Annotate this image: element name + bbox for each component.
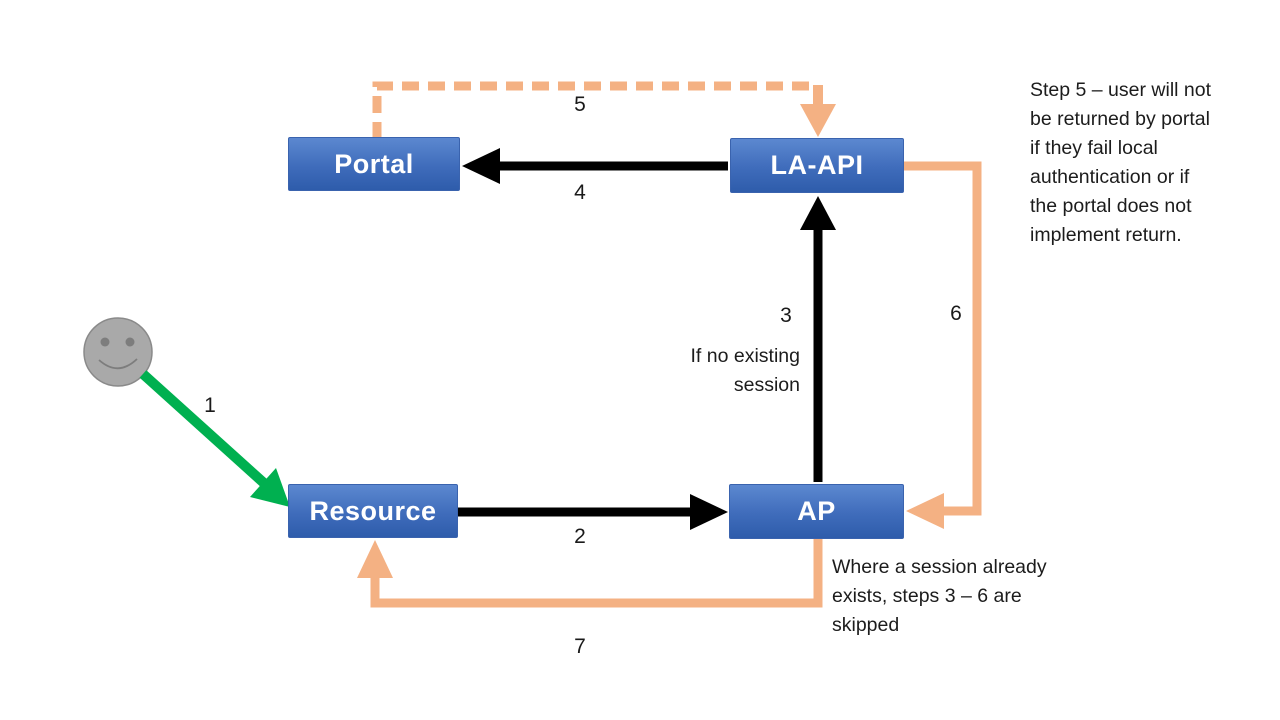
no-session-condition-label: If no existing session: [691, 342, 800, 400]
step-label-2: 2: [574, 525, 586, 548]
note-line: Step 5 – user will not: [1030, 79, 1212, 101]
arrow-step-3: [800, 196, 836, 482]
node-resource: Resource: [288, 484, 458, 538]
note-line: the portal does not: [1030, 195, 1192, 217]
step-label-6: 6: [950, 302, 962, 325]
note-line: If no existing: [690, 345, 800, 367]
arrow-step-5: [372, 81, 836, 139]
step-label-5: 5: [574, 93, 586, 116]
node-la-api: LA-API: [730, 138, 904, 193]
arrow-step-4: [462, 148, 728, 184]
note-line: if they fail local: [1030, 137, 1158, 159]
note-line: implement return.: [1030, 224, 1182, 246]
note-line: session: [733, 374, 800, 396]
step5-annotation: Step 5 – user will not be returned by po…: [1030, 76, 1260, 250]
arrow-step-6: [903, 161, 982, 529]
note-line: exists, steps 3 – 6 are: [832, 585, 1022, 607]
step-label-7: 7: [574, 635, 586, 658]
note-line: be returned by portal: [1030, 108, 1210, 130]
node-ap: AP: [729, 484, 904, 539]
step-label-4: 4: [574, 181, 586, 204]
note-line: Where a session already: [832, 556, 1047, 578]
note-line: skipped: [832, 614, 900, 636]
step-label-3: 3: [780, 304, 792, 327]
step-label-1: 1: [204, 394, 216, 417]
node-portal: Portal: [288, 137, 460, 191]
session-skip-annotation: Where a session already exists, steps 3 …: [832, 553, 1092, 640]
smiley-user-icon: [83, 317, 153, 387]
note-line: authentication or if: [1030, 166, 1190, 188]
